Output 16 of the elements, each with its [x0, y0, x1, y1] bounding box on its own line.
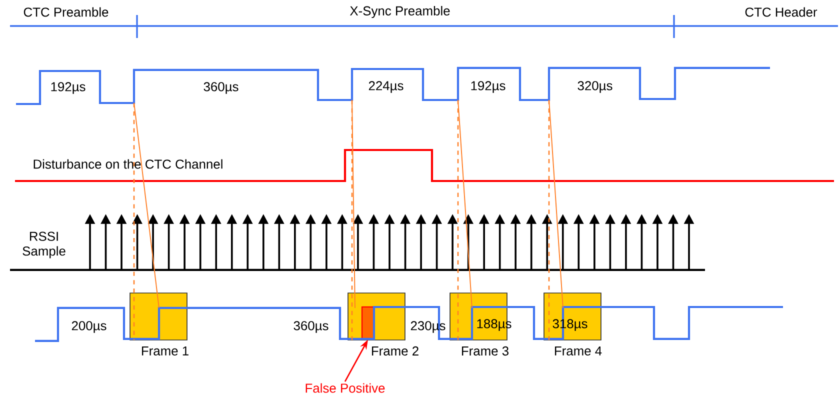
frame-label: Frame 2: [372, 346, 418, 356]
axis-label: RSSI Sample: [22, 232, 66, 258]
signal-label: Disturbance on the CTC Channel: [34, 159, 222, 169]
duration-label: 360µs: [204, 82, 238, 94]
duration-label: 192µs: [471, 81, 506, 93]
callout-text: False Positive: [306, 383, 385, 393]
duration-label: 320µs: [578, 81, 612, 93]
section-label: CTC Header: [745, 7, 818, 17]
frame-label: Frame 3: [462, 346, 508, 356]
duration-label: 224µs: [368, 81, 404, 93]
frame-label: Frame 1: [142, 346, 188, 356]
frame-label: Frame 4: [554, 346, 602, 356]
highlight-box: [361, 306, 375, 340]
duration-label: 192µs: [51, 82, 86, 94]
section-label: CTC Preamble: [24, 7, 108, 17]
section-label: X-Sync Preamble: [350, 6, 450, 18]
